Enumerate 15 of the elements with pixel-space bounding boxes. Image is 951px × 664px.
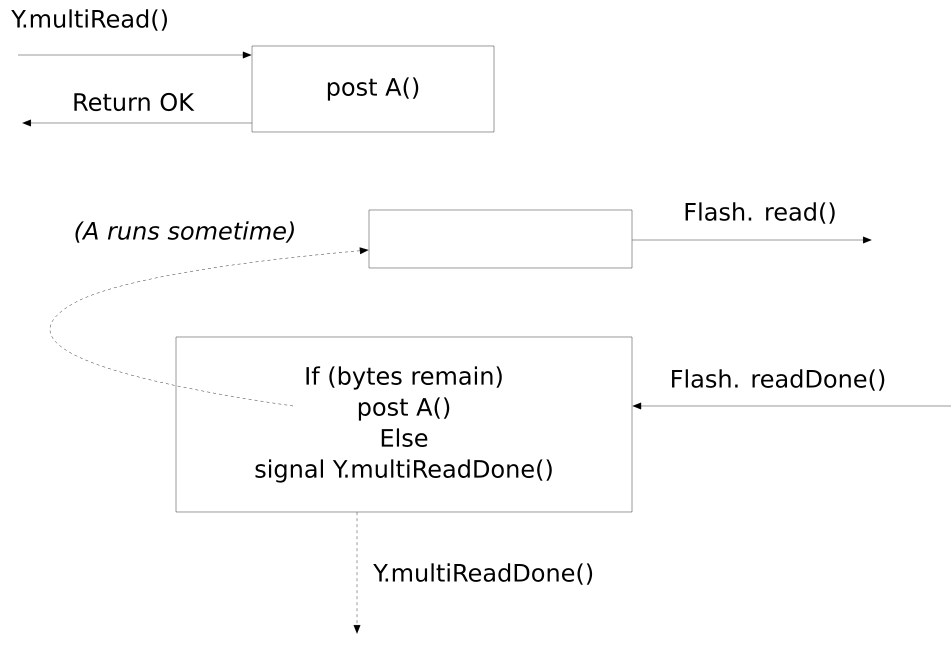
edge-label: (A runs sometime) [75,221,294,243]
process-box: If (bytes remain) post A() Else signal Y.multiReadDone() [176,336,632,512]
arrow [18,52,252,58]
dashed-arrow [50,247,368,406]
dashed-arrow [354,512,360,634]
edge-label: Flash. readDone() [672,369,884,391]
edge-label: Return OK [74,92,194,112]
edge-label: Y.multiRead() [11,9,167,31]
edge-label: Y.multiReadDone() [373,563,592,585]
empty-box [368,210,632,268]
edge-label: Flash. read() [686,202,835,224]
arrow [22,120,252,126]
arrow [632,236,872,244]
arrow [632,402,951,410]
process-box: post A() [252,46,494,132]
